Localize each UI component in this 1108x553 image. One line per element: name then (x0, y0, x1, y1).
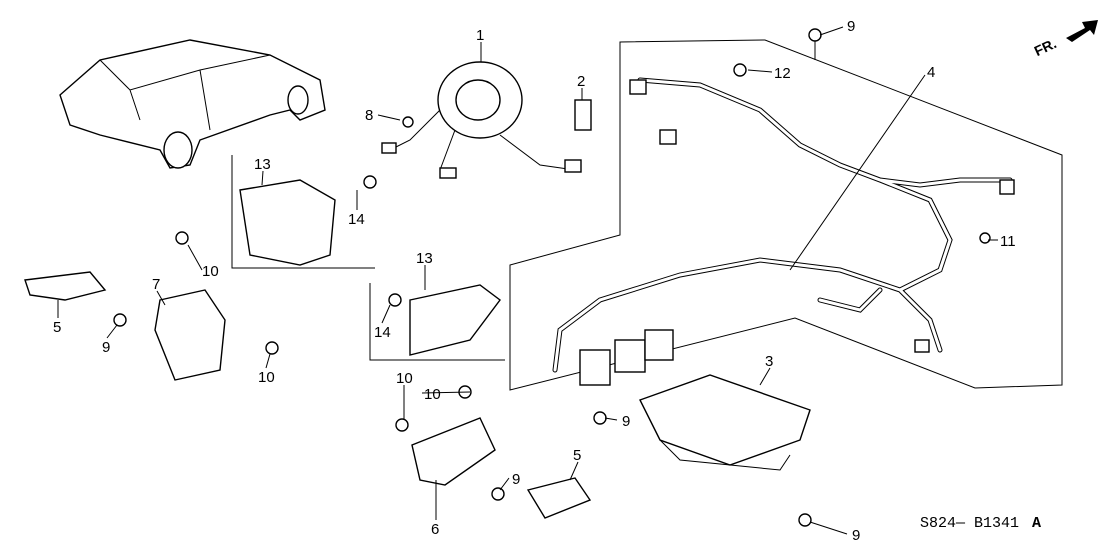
sensor-5-left (24, 271, 107, 301)
car-illustration (59, 39, 326, 169)
bolts (113, 28, 991, 527)
bracket-6 (411, 417, 496, 486)
front-direction-indicator: FR. (1032, 20, 1098, 59)
cover-group-box-lower (369, 283, 505, 361)
callout-10: 10 (258, 369, 275, 386)
callout-3: 3 (765, 353, 773, 370)
callout-6: 6 (431, 521, 439, 538)
sensor-5-right (526, 477, 592, 519)
cover-upper (239, 179, 336, 266)
callout-9: 9 (852, 527, 860, 544)
cable-reel (381, 61, 582, 179)
callout-1: 1 (476, 27, 484, 44)
cover-group-box-upper (231, 155, 375, 269)
wire-harness (552, 77, 1015, 386)
callout-10: 10 (396, 370, 413, 387)
callout-9: 9 (622, 413, 630, 430)
leader-lines (57, 26, 998, 535)
callout-5: 5 (53, 319, 61, 336)
callout-13: 13 (254, 156, 271, 173)
callout-10: 10 (202, 263, 219, 280)
callout-11: 11 (1000, 233, 1016, 250)
callout-7: 7 (152, 276, 160, 293)
callout-14: 14 (348, 211, 365, 228)
callout-9: 9 (102, 339, 110, 356)
callout-13: 13 (416, 250, 433, 267)
callout-12: 12 (774, 65, 791, 82)
callout-5: 5 (573, 447, 581, 464)
part-code: S824— B1341 (920, 515, 1019, 532)
cover-7 (154, 289, 226, 381)
callout-14: 14 (374, 324, 391, 341)
front-label: FR. (1032, 35, 1059, 59)
sensor-part (574, 99, 592, 131)
srs-unit (639, 374, 811, 466)
callout-9: 9 (512, 471, 520, 488)
callout-9: 9 (847, 18, 855, 35)
revision-letter: A (1032, 515, 1041, 532)
cover-lower (409, 284, 501, 356)
front-arrow-icon (1066, 20, 1098, 42)
callout-4: 4 (927, 64, 935, 81)
callout-10: 10 (424, 386, 441, 403)
callout-8: 8 (365, 107, 373, 124)
harness-group-box (509, 39, 1063, 391)
callout-2: 2 (577, 73, 585, 90)
